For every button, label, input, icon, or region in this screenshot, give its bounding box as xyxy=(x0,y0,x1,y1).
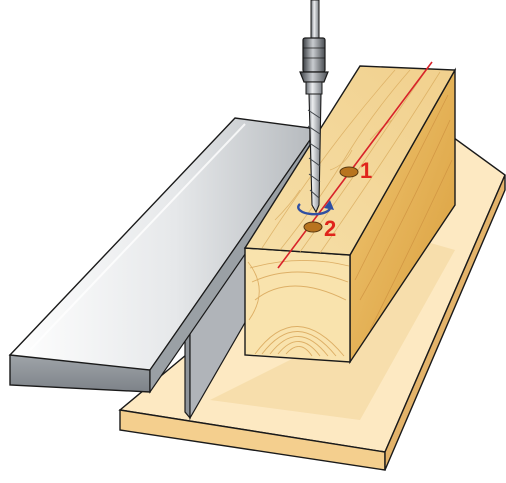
marker-label-2: 2 xyxy=(324,216,336,241)
chuck-icon xyxy=(302,37,326,73)
hole-1 xyxy=(339,166,359,178)
rotation-arrow-icon xyxy=(297,200,334,216)
marker-label-1: 1 xyxy=(360,158,372,183)
hole-2 xyxy=(303,221,323,233)
end-grain xyxy=(247,260,350,357)
side-grain xyxy=(354,94,453,331)
center-line xyxy=(277,61,433,269)
drill-bit-icon xyxy=(299,0,329,214)
